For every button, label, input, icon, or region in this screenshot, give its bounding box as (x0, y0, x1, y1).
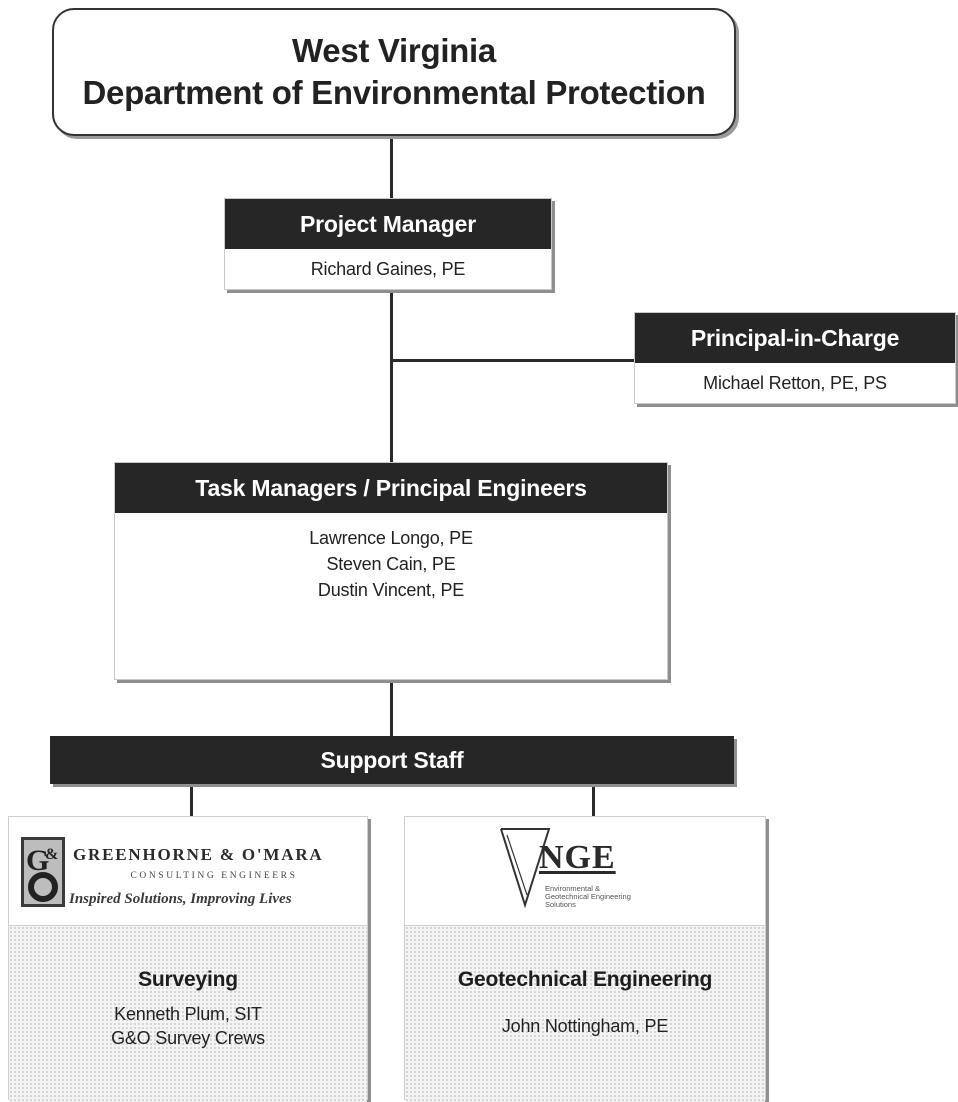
geotechnical-panel: NGE Environmental & Geotechnical Enginee… (404, 816, 766, 1102)
go-logo-icon: G & (21, 837, 65, 907)
connector-to-principal (392, 359, 634, 362)
organization-box: West Virginia Department of Environmenta… (52, 8, 736, 136)
surveying-staff-name: Kenneth Plum, SIT (114, 1004, 262, 1024)
support-staff-bar: Support Staff (50, 736, 734, 784)
connector-support-to-surveying (190, 784, 193, 816)
principal-in-charge-name: Michael Retton, PE, PS (703, 373, 887, 393)
project-manager-title: Project Manager (225, 199, 551, 249)
nge-logo: NGE Environmental & Geotechnical Enginee… (405, 817, 765, 925)
surveying-names: Kenneth Plum, SIT G&O Survey Crews (9, 992, 367, 1050)
connector-tm-to-support (390, 680, 393, 736)
task-managers-names: Lawrence Longo, PE Steven Cain, PE Dusti… (115, 513, 667, 603)
task-manager-name: Dustin Vincent, PE (317, 580, 465, 600)
nge-logo-icon (499, 825, 551, 909)
task-managers-card: Task Managers / Principal Engineers Lawr… (114, 462, 668, 680)
surveying-staff-name: G&O Survey Crews (111, 1028, 265, 1048)
organization-name-line2: Department of Environmental Protection (82, 74, 706, 111)
task-manager-name: Lawrence Longo, PE (309, 528, 473, 548)
project-manager-card: Project Manager Richard Gaines, PE (224, 198, 552, 290)
principal-in-charge-card: Principal-in-Charge Michael Retton, PE, … (634, 312, 956, 404)
svg-text:&: & (45, 846, 58, 863)
geotechnical-staff-name: John Nottingham, PE (501, 1016, 669, 1036)
geotechnical-names: John Nottingham, PE (405, 992, 765, 1038)
task-managers-title: Task Managers / Principal Engineers (115, 463, 667, 513)
geotechnical-discipline: Geotechnical Engineering (457, 968, 713, 991)
go-logo-title: GREENHORNE & O'MARA (73, 845, 324, 864)
svg-text:G: G (26, 844, 49, 877)
geotechnical-details: Geotechnical Engineering John Nottingham… (405, 925, 765, 1102)
organization-name-line1: West Virginia (292, 32, 496, 69)
nge-logo-title: NGE (539, 839, 616, 876)
connector-org-to-pm (390, 136, 393, 198)
connector-support-to-geotech (592, 784, 595, 816)
go-logo: G & GREENHORNE & O'MARA CONSULTING ENGIN… (9, 817, 367, 925)
surveying-discipline: Surveying (138, 968, 238, 991)
principal-in-charge-title: Principal-in-Charge (635, 313, 955, 363)
task-manager-name: Steven Cain, PE (326, 554, 456, 574)
connector-pm-to-tm (390, 290, 393, 462)
project-manager-name: Richard Gaines, PE (310, 259, 466, 279)
surveying-panel: G & GREENHORNE & O'MARA CONSULTING ENGIN… (8, 816, 368, 1102)
surveying-details: Surveying Kenneth Plum, SIT G&O Survey C… (9, 925, 367, 1102)
go-logo-tagline: Inspired Solutions, Improving Lives (69, 891, 292, 907)
nge-logo-subtitle: Environmental & Geotechnical Engineering… (545, 884, 631, 909)
go-logo-subtitle: CONSULTING ENGINEERS (130, 871, 298, 881)
